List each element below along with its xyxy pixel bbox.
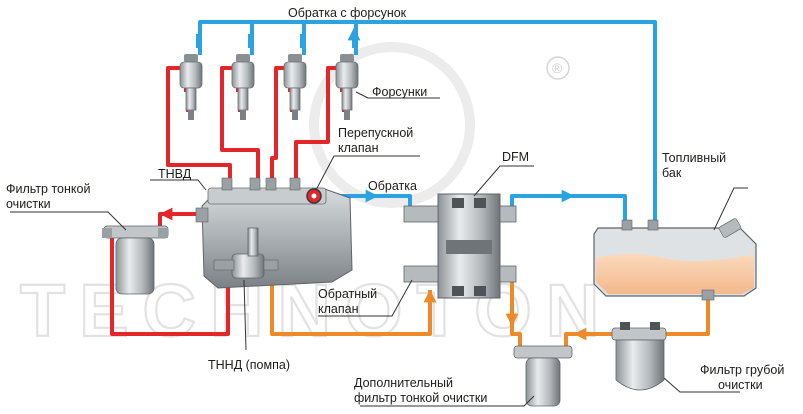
leader-hp-pump — [150, 179, 207, 191]
label-fine-filter-2: очистки — [6, 197, 51, 211]
label-dfm: DFM — [502, 150, 529, 164]
label-fuel-tank-1: Топливный — [662, 151, 726, 165]
label-fuel-tank-2: бак — [662, 166, 682, 180]
coarse-filter — [611, 322, 667, 391]
watermark-ring — [309, 42, 475, 208]
supply-coarse-to-tank — [660, 296, 710, 336]
label-return: Обратка — [368, 179, 417, 193]
leader-injectors — [355, 91, 440, 99]
label-fine-filter-1: Фильтр тонкой — [6, 182, 90, 196]
label-hp-pump: ТНВД — [158, 167, 192, 181]
return-lines — [196, 20, 662, 245]
leader-fuel-tank — [713, 187, 748, 231]
leader-fine-filter — [10, 211, 127, 231]
extra-fine-filter — [513, 345, 573, 407]
leader-lines — [10, 91, 748, 407]
lp-pump — [213, 227, 279, 279]
registered-mark: ® — [552, 60, 563, 76]
leader-lp-pump — [243, 279, 247, 351]
injectors — [179, 54, 359, 120]
injector-2 — [231, 54, 255, 120]
label-check-valve-1: Обратный — [318, 287, 377, 301]
leader-extra-filter — [360, 395, 535, 407]
fine-filter — [102, 225, 169, 295]
label-bypass-valve-1: Перепускной — [338, 126, 413, 140]
leader-dfm — [473, 165, 534, 197]
label-check-valve-2: клапан — [318, 302, 359, 316]
label-coarse-filter-2: очистки — [718, 378, 763, 392]
return-branch-arrows — [196, 34, 354, 48]
label-lp-pump: ТННД (помпа) — [208, 358, 290, 372]
dfm-flowmeter — [403, 193, 517, 299]
leader-coarse-filter — [663, 377, 740, 393]
label-extra-filter-1: Дополнительный — [354, 376, 453, 390]
label-extra-filter-2: фильтр тонкой очистки — [354, 391, 487, 405]
label-injectors: Форсунки — [372, 85, 427, 99]
fuel-tank — [593, 218, 757, 301]
injector-3 — [283, 54, 307, 120]
injector-1 — [179, 54, 203, 120]
supply-lp-pump-to-dfm — [270, 276, 432, 336]
leader-bypass-valve — [315, 155, 420, 191]
labels: Обратка с форсунок Форсунки Перепускной … — [6, 6, 784, 405]
registered-mark-circle — [546, 56, 570, 80]
label-return-injectors: Обратка с форсунок — [288, 6, 407, 20]
hp-pump — [195, 177, 353, 289]
injector-4 — [335, 54, 359, 120]
label-coarse-filter-1: Фильтр грубой — [700, 363, 784, 377]
label-bypass-valve-2: клапан — [338, 141, 379, 155]
leader-check-valve — [318, 279, 413, 317]
